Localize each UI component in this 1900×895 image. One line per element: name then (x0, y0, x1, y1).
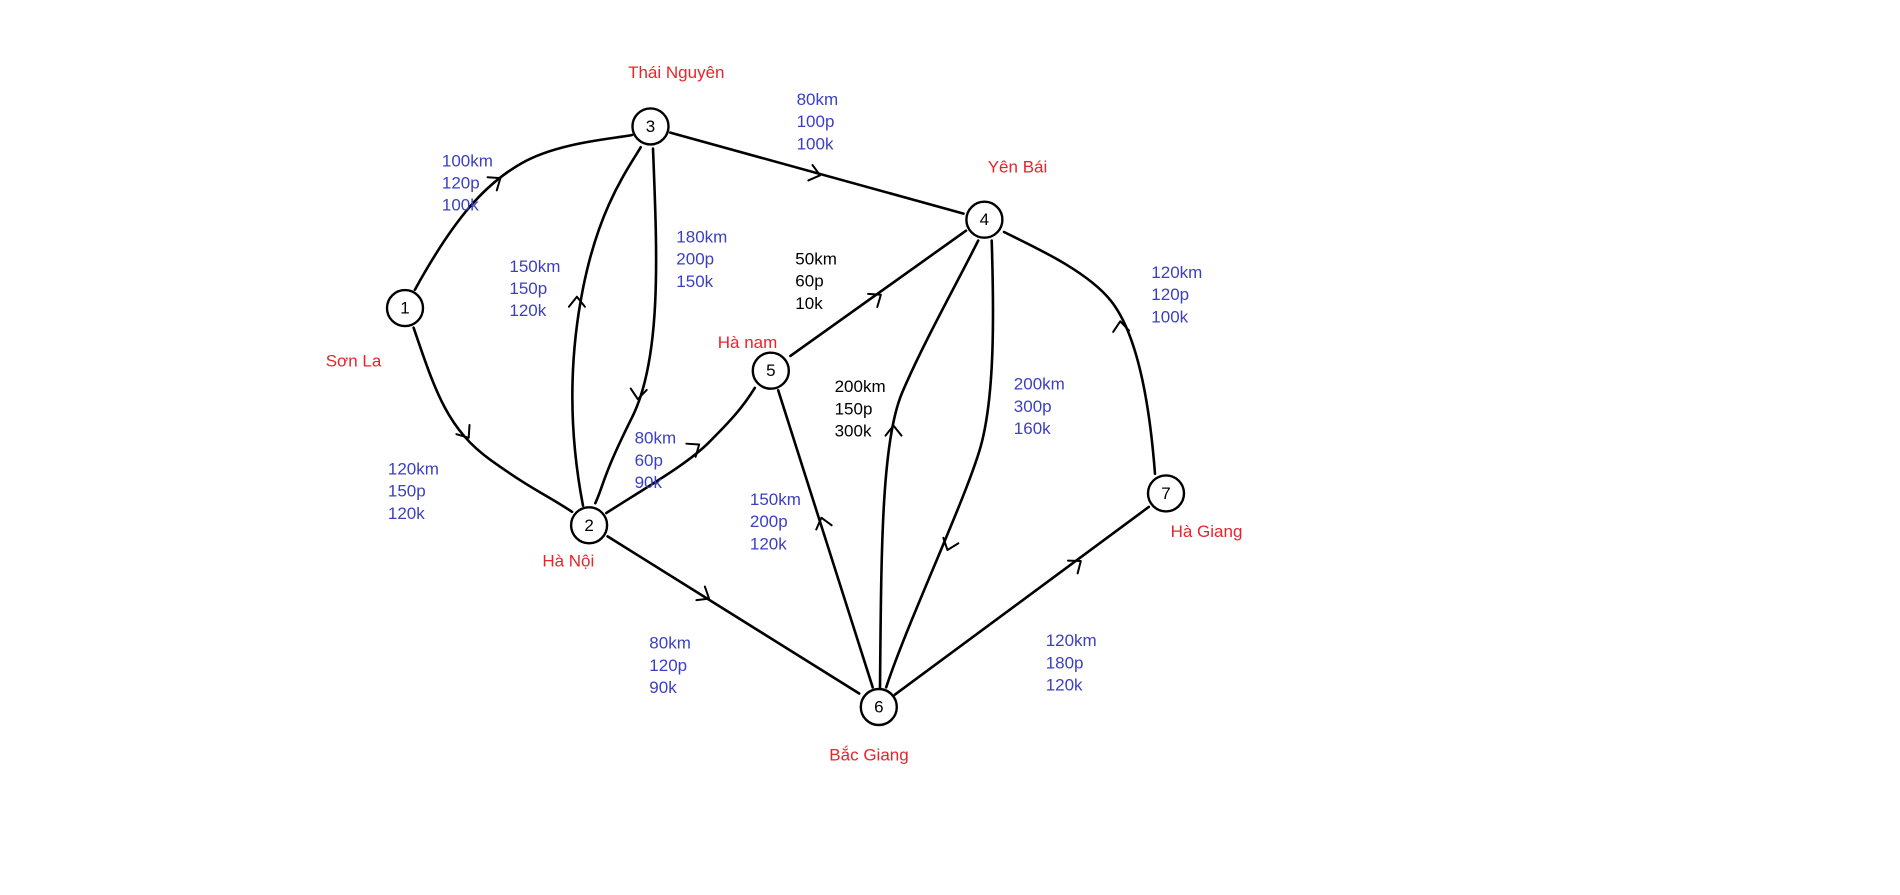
node-3[interactable]: 3 (631, 107, 670, 146)
node-1[interactable]: 1 (385, 288, 425, 328)
node-7-circle[interactable] (1146, 474, 1186, 513)
node-2[interactable]: 2 (569, 506, 609, 545)
edge-1-to-2-line (412, 326, 574, 514)
edge-6-to-5-distance-label: 150km (750, 490, 801, 509)
edge-1-to-2-time-label: 150p (388, 482, 426, 501)
city-name-node-1: Sơn La (326, 351, 382, 370)
edge-6-to-4-arrow-icon (884, 424, 903, 437)
edge-6-to-7-cost-label: 120k (1046, 676, 1083, 695)
node-6[interactable]: 6 (859, 687, 898, 727)
edge-6-to-5-time-label: 200p (750, 512, 788, 531)
edge-5-to-4-cost-label: 10k (795, 294, 823, 313)
edge-1-to-2-cost-label: 120k (388, 504, 425, 523)
edge-2-to-6-line (606, 535, 861, 695)
edge-3-to-2-line (594, 147, 658, 505)
edge-2-to-3-arrow-icon (567, 295, 586, 308)
edge-3-to-4-cost-label: 100k (797, 134, 834, 153)
edge-3-to-4-arrow-icon (807, 164, 822, 182)
edge-1-to-2-arrow-icon (455, 423, 471, 439)
edge-1-to-3-time-label: 120p (442, 174, 480, 193)
node-3-id: 3 (646, 117, 655, 136)
edge-6-to-4-cost-label: 300k (835, 422, 872, 441)
edge-1-to-3-arrow-icon (486, 176, 502, 192)
node-5-circle[interactable] (751, 351, 790, 390)
city-name-node-7: Hà Giang (1171, 522, 1243, 541)
edge-2-to-5-arrow-icon (685, 442, 701, 458)
edge-7-to-4-distance-label: 120km (1151, 263, 1202, 282)
edge-2-to-6-cost-label: 90k (649, 678, 677, 697)
edge-1-to-3-line (413, 133, 634, 291)
edge-2-to-5-line (605, 386, 757, 515)
edge-1-to-3-cost-label: 100k (442, 196, 479, 215)
edge-4-to-6-cost-label: 160k (1014, 419, 1051, 438)
edge-6-to-7-time-label: 180p (1046, 653, 1084, 672)
city-name-node-5: Hà nam (718, 333, 778, 352)
arrows-layer (455, 164, 1131, 602)
edge-6-to-5-arrow-icon (815, 516, 833, 531)
edge-6-to-4-distance-label: 200km (835, 377, 886, 396)
edge-6-to-5-cost-label: 120k (750, 534, 787, 553)
edge-5-to-4-line (789, 229, 968, 358)
edge-2-to-3-distance-label: 150km (509, 257, 560, 276)
edge-6-to-4-line (878, 239, 980, 689)
edge-3-to-4-distance-label: 80km (797, 90, 839, 109)
edge-6-to-4-time-label: 150p (835, 399, 873, 418)
node-7[interactable]: 7 (1146, 474, 1186, 513)
edge-2-to-3-time-label: 150p (509, 279, 547, 298)
edge-7-to-4-time-label: 120p (1151, 285, 1189, 304)
edge-2-to-6-arrow-icon (695, 585, 711, 602)
city-name-node-4: Yên Bái (988, 157, 1048, 176)
edge-4-to-6-distance-label: 200km (1014, 375, 1065, 394)
node-2-circle[interactable] (569, 506, 609, 545)
edge-7-to-4-cost-label: 100k (1151, 307, 1188, 326)
edge-3-to-4-time-label: 100p (797, 112, 835, 131)
edge-3-to-2-time-label: 200p (676, 250, 714, 269)
edge-2-to-6-time-label: 120p (649, 656, 687, 675)
edge-2-to-3-cost-label: 120k (509, 301, 546, 320)
edge-3-to-2-cost-label: 150k (676, 272, 713, 291)
node-1-circle[interactable] (385, 288, 425, 328)
edge-3-to-4-line (668, 131, 965, 215)
node-2-id: 2 (584, 516, 593, 535)
node-6-circle[interactable] (859, 687, 898, 727)
node-6-id: 6 (874, 698, 883, 717)
edge-6-to-7-distance-label: 120km (1046, 631, 1097, 650)
edge-2-to-5-cost-label: 90k (635, 473, 663, 492)
edge-5-to-4-arrow-icon (867, 292, 882, 308)
city-name-node-3: Thái Nguyên (628, 63, 724, 82)
edge-2-to-5-time-label: 60p (635, 451, 663, 470)
node-7-id: 7 (1161, 484, 1170, 503)
node-5[interactable]: 5 (751, 351, 790, 390)
edge-3-to-2-distance-label: 180km (676, 227, 727, 246)
node-3-circle[interactable] (631, 107, 670, 146)
node-4[interactable]: 4 (965, 200, 1004, 239)
edge-2-to-6-distance-label: 80km (649, 634, 691, 653)
edge-6-to-5-line (776, 389, 874, 689)
node-5-id: 5 (766, 361, 775, 380)
edges-layer (412, 131, 1157, 696)
edge-5-to-4-distance-label: 50km (795, 250, 837, 269)
edge-7-to-4-line (1002, 230, 1157, 476)
edge-1-to-3-distance-label: 100km (442, 151, 493, 170)
nodes-layer: 1 2 3 4 5 6 7 (385, 107, 1186, 727)
edge-4-to-6-time-label: 300p (1014, 397, 1052, 416)
edge-4-to-6-line (884, 239, 995, 689)
node-4-id: 4 (980, 210, 989, 229)
edge-1-to-2-distance-label: 120km (388, 459, 439, 478)
edge-5-to-4-time-label: 60p (795, 272, 823, 291)
edge-6-to-7-arrow-icon (1066, 559, 1082, 575)
edge-2-to-3-line (571, 146, 642, 507)
edge-2-to-5-distance-label: 80km (635, 429, 677, 448)
edge-6-to-7-line (893, 505, 1151, 696)
edge-4-to-6-arrow-icon (942, 536, 960, 551)
node-1-id: 1 (400, 299, 409, 318)
edge-3-to-2-arrow-icon (629, 387, 648, 401)
city-name-node-6: Bắc Giang (829, 745, 908, 764)
city-name-node-2: Hà Nội (542, 551, 594, 570)
node-4-circle[interactable] (965, 200, 1004, 239)
edge-labels-layer: 100km120p100k120km150p120k150km150p120k1… (388, 90, 1202, 697)
edge-7-to-4-arrow-icon (1112, 320, 1131, 333)
